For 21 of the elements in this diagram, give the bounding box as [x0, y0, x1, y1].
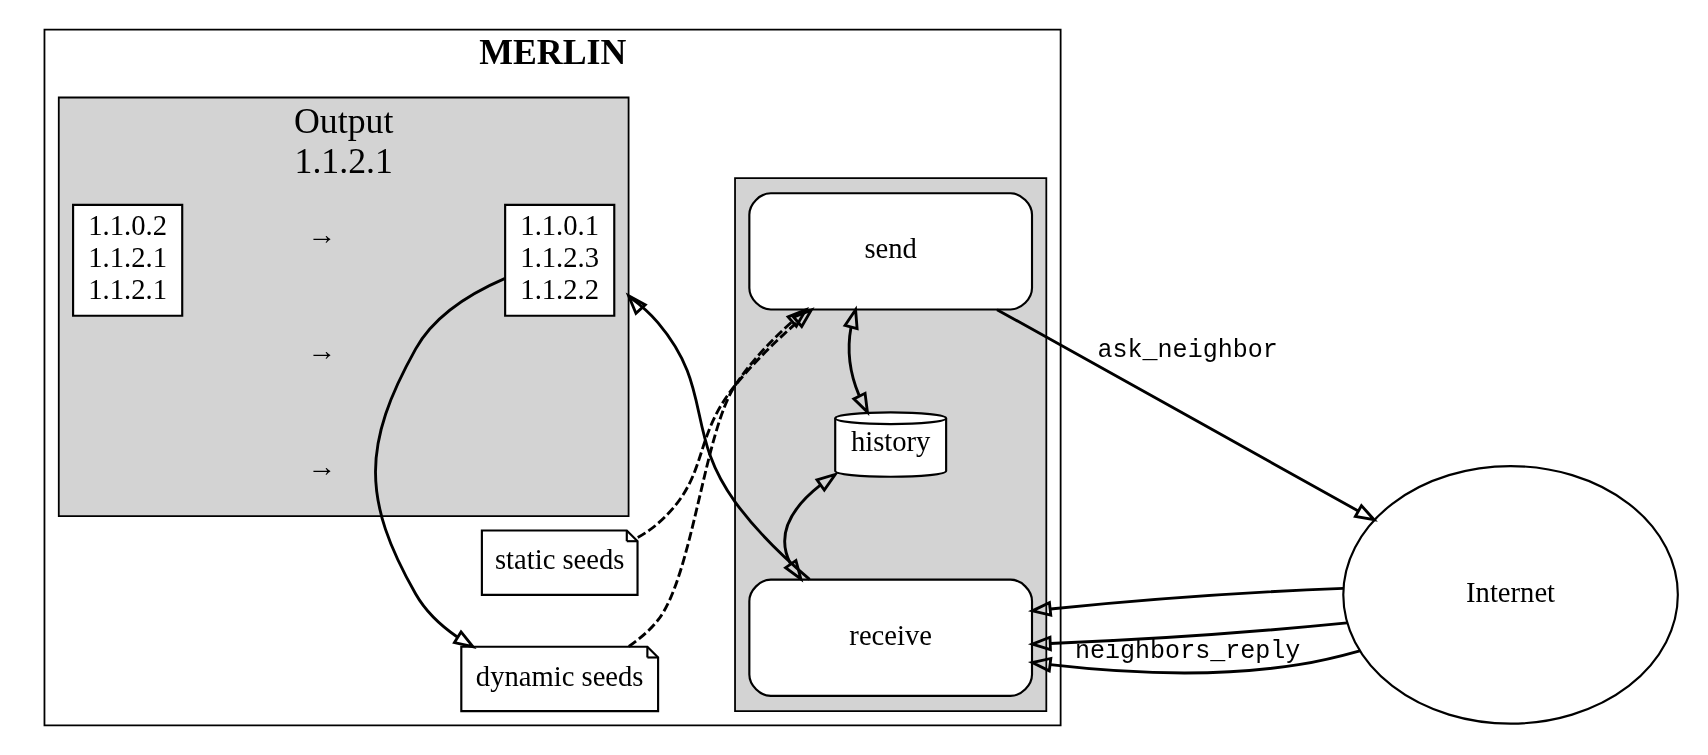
edge-label: ask_neighbor	[1097, 336, 1278, 366]
arrow	[1028, 586, 1344, 618]
label: →	[307, 450, 337, 483]
node-box: receive	[748, 578, 1034, 698]
label: →	[307, 334, 337, 367]
label: →	[307, 217, 337, 250]
arrow	[1028, 621, 1348, 652]
node-box: send	[748, 192, 1034, 311]
node-box: 1.1.0.1 1.1.2.3 1.1.2.2	[504, 203, 616, 317]
arrow	[1028, 649, 1361, 675]
node-box: 1.1.0.2 1.1.2.1 1.1.2.1	[72, 203, 184, 317]
edge-label: neighbors_reply	[1074, 636, 1301, 666]
arrow	[996, 308, 1378, 522]
arrow	[628, 307, 810, 648]
arrow	[374, 277, 506, 649]
cluster	[734, 177, 1048, 713]
arrow	[783, 471, 839, 583]
arrow	[625, 292, 811, 581]
arrow	[842, 305, 870, 416]
node-ellipse: Internet	[1342, 465, 1679, 725]
arrow	[637, 307, 815, 539]
